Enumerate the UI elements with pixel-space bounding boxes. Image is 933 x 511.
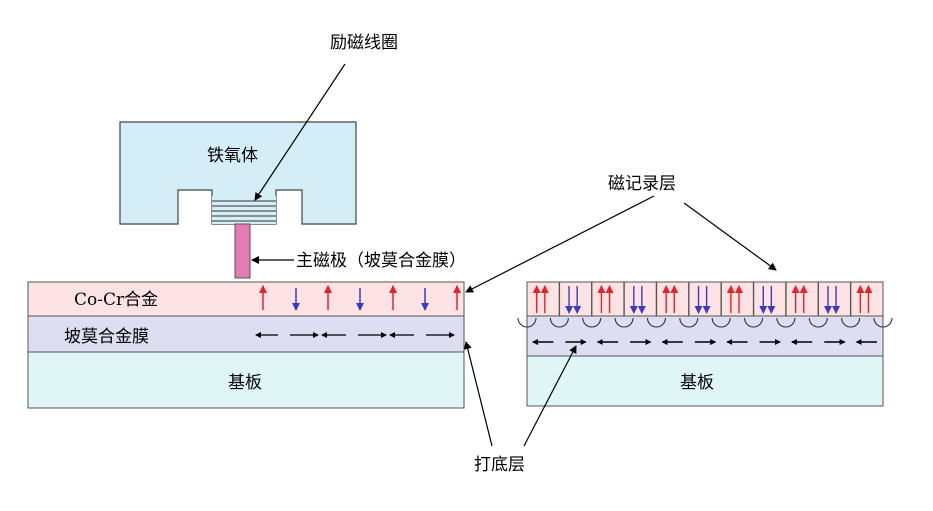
flux-loops-right: [517, 317, 893, 328]
substrate-right-label: 基板: [680, 373, 714, 393]
recording-layer-right: [526, 281, 884, 317]
flux-loop: [711, 317, 731, 328]
underlayer-pointer-left: [463, 341, 493, 447]
magnetization-arrows-left: [259, 285, 461, 311]
substrate-right: [526, 355, 884, 407]
permalloy-label: 坡莫合金膜: [64, 327, 149, 347]
flux-loop: [679, 317, 699, 328]
flux-loop: [743, 317, 764, 328]
ferrite-label: 铁氧体: [207, 146, 258, 166]
recording-pointer-right: [683, 202, 777, 271]
flux-loop: [841, 317, 861, 328]
flux-loop: [582, 317, 602, 328]
coil-label: 励磁线圈: [330, 33, 398, 53]
cocr-label: Co-Cr合金: [74, 290, 158, 310]
underlayer-pointer-right: [523, 345, 577, 447]
recording-bits-right: [532, 282, 873, 316]
recording-pointer-left: [465, 195, 655, 293]
permalloy-layer-right: [526, 315, 884, 357]
main-pole-label: 主磁极（坡莫合金膜）: [296, 251, 466, 271]
recording-layer-label: 磁记录层: [608, 174, 676, 194]
flux-loop: [614, 317, 634, 328]
flux-loop: [646, 317, 667, 328]
flux-loop: [517, 317, 537, 328]
flux-loop: [776, 317, 796, 328]
main-pole: [234, 223, 251, 279]
flux-loop: [549, 317, 569, 328]
substrate-left: [27, 351, 465, 409]
underlayer-label: 打底层: [474, 455, 525, 475]
flux-loop: [873, 317, 893, 328]
substrate-left-label: 基板: [228, 373, 262, 393]
coil-pointer: [254, 63, 346, 201]
flux-loop: [808, 317, 828, 328]
excitation-coil: [212, 196, 276, 224]
